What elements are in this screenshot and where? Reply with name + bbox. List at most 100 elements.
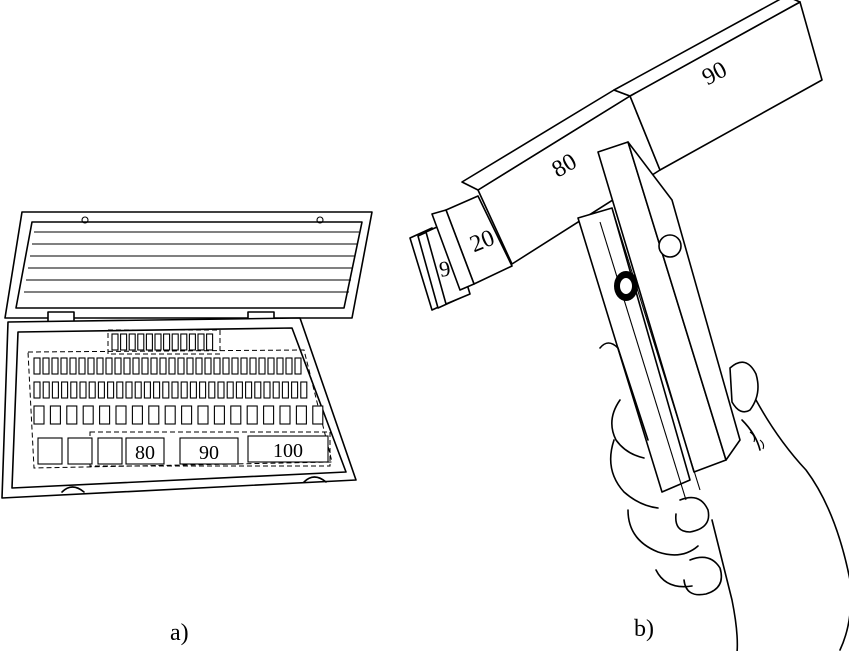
gauge-block-cell	[246, 405, 258, 425]
gauge-block-cell	[61, 381, 69, 399]
box-label-100: 100	[273, 440, 303, 462]
gauge-block-cell	[87, 357, 95, 375]
gauge-block-cell	[79, 381, 87, 399]
gauge-block-cell	[189, 381, 197, 399]
case-lid	[4, 211, 373, 319]
gauge-block-cell	[267, 357, 275, 375]
gauge-block-cell	[222, 357, 230, 375]
gauge-block-cell	[153, 381, 161, 399]
gauge-block-cell	[42, 357, 50, 375]
gauge-block-cell	[150, 357, 158, 375]
gauge-block-case: 80 90 100	[1, 211, 373, 499]
gauge-block-cell	[213, 357, 221, 375]
svg-text:9: 9	[437, 255, 452, 282]
gauge-block-cell	[230, 405, 242, 425]
gauge-block-cell	[188, 333, 196, 351]
caption-b: b)	[634, 616, 654, 642]
gauge-block-cell	[128, 333, 136, 351]
gauge-block-cell	[97, 381, 105, 399]
gauge-block-cell	[177, 357, 185, 375]
gauge-block-stack: 9 20 80 90	[409, 0, 849, 651]
gauge-block-rows	[33, 333, 324, 425]
gauge-block-cell	[120, 333, 128, 351]
gauge-block-cell	[206, 333, 214, 351]
gauge-block-cell	[181, 405, 193, 425]
gauge-block-cell	[69, 357, 77, 375]
gauge-block-cell	[164, 405, 176, 425]
gauge-block-cell	[208, 381, 216, 399]
gauge-block-cell	[263, 405, 275, 425]
gauge-block-cell	[78, 357, 86, 375]
gauge-block-cell	[154, 333, 162, 351]
gauge-block-cell	[254, 381, 262, 399]
gauge-block-cell	[115, 405, 127, 425]
gauge-block-cell	[258, 357, 266, 375]
gauge-block-cell	[263, 381, 271, 399]
caption-a: a)	[170, 620, 189, 646]
gauge-block-cell	[291, 381, 299, 399]
gauge-block-cell	[66, 405, 78, 425]
gauge-block-cell	[116, 381, 124, 399]
box-label-80: 80	[135, 442, 155, 464]
gauge-block-cell	[272, 381, 280, 399]
gauge-block-cell	[131, 405, 143, 425]
block-90: 90	[613, 0, 823, 171]
gauge-block-cell	[195, 357, 203, 375]
gauge-block-cell	[33, 381, 41, 399]
gauge-block-cell	[137, 333, 145, 351]
hand-drawing	[599, 342, 849, 651]
gauge-block-cell	[312, 405, 324, 425]
gauge-block-cell	[197, 333, 205, 351]
gauge-block-cell	[96, 357, 104, 375]
gauge-block-cell	[148, 405, 160, 425]
gauge-block-cell	[281, 381, 289, 399]
gauge-block-cell	[226, 381, 234, 399]
holder-jaws	[577, 141, 741, 501]
gauge-block-cell	[51, 381, 59, 399]
gauge-block-cell	[49, 405, 61, 425]
gauge-block-cell	[134, 381, 142, 399]
gauge-block-cell	[295, 405, 307, 425]
gauge-block-cell	[51, 357, 59, 375]
gauge-block-cell	[114, 357, 122, 375]
gauge-block-cell	[105, 357, 113, 375]
gauge-block-cell	[33, 405, 45, 425]
gauge-block-cell	[141, 357, 149, 375]
gauge-block-cell	[180, 381, 188, 399]
gauge-block-cell	[70, 381, 78, 399]
gauge-block-cell	[88, 381, 96, 399]
gauge-block-cell	[276, 357, 284, 375]
gauge-block-cell	[285, 357, 293, 375]
gauge-block-cell	[204, 357, 212, 375]
box-label-90: 90	[199, 442, 219, 464]
gauge-block-cell	[42, 381, 50, 399]
gauge-block-cell	[279, 405, 291, 425]
gauge-block-cell	[145, 333, 153, 351]
gauge-block-cell	[168, 357, 176, 375]
gauge-block-cell	[235, 381, 243, 399]
gauge-block-cell	[111, 333, 119, 351]
gauge-block-cell	[300, 381, 308, 399]
gauge-block-cell	[107, 381, 115, 399]
gauge-block-cell	[180, 333, 188, 351]
gauge-block-cell	[171, 333, 179, 351]
block-20: 20	[431, 195, 513, 291]
gauge-block-cell	[33, 357, 41, 375]
gauge-block-cell	[249, 357, 257, 375]
gauge-block-cell	[197, 405, 209, 425]
large-blocks: 80 90 100	[37, 435, 329, 465]
gauge-block-cell	[294, 357, 302, 375]
gauge-block-cell	[186, 357, 194, 375]
gauge-block-cell	[217, 381, 225, 399]
gauge-block-cell	[245, 381, 253, 399]
gauge-block-cell	[159, 357, 167, 375]
gauge-block-cell	[125, 381, 133, 399]
gauge-block-cell	[99, 405, 111, 425]
gauge-block-cell	[171, 381, 179, 399]
gauge-block-cell	[199, 381, 207, 399]
gauge-block-cell	[213, 405, 225, 425]
gauge-block-cell	[163, 333, 171, 351]
gauge-block-cell	[231, 357, 239, 375]
gauge-block-cell	[132, 357, 140, 375]
